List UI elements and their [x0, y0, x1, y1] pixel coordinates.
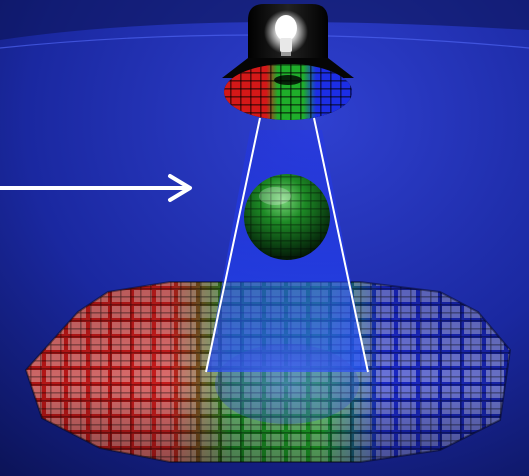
beam-edge-right — [313, 117, 369, 373]
shadow — [215, 344, 359, 424]
beam-edge-left — [205, 117, 261, 373]
pointer-arrow — [0, 174, 192, 202]
sphere — [244, 174, 330, 260]
light-bulb-icon — [264, 10, 308, 56]
color-filter-grid — [224, 64, 352, 120]
